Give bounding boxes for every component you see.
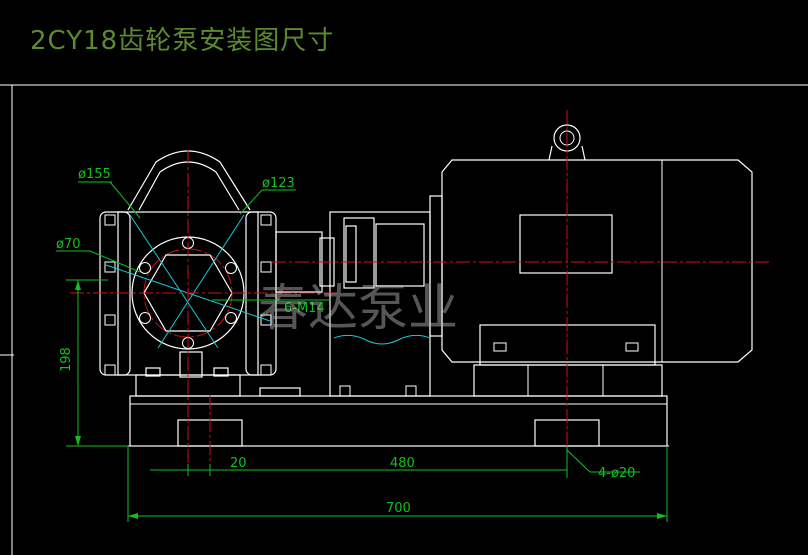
dimension-lines <box>56 181 668 522</box>
dim-hole-spacing-480: 480 <box>390 456 415 471</box>
dim-flange-diameter: ø155 <box>78 167 111 182</box>
dim-bolt-circle-diameter: ø123 <box>262 176 295 191</box>
page-title: 2CY18齿轮泵安装图尺寸 <box>30 26 335 56</box>
dim-center-height: 198 <box>59 347 74 372</box>
dim-bore-diameter: ø70 <box>56 237 81 252</box>
dim-offset-20: 20 <box>230 456 247 471</box>
base-plate <box>128 387 669 447</box>
dim-total-length-700: 700 <box>386 501 411 516</box>
drawing-frame <box>0 84 808 555</box>
centerlines <box>70 110 770 470</box>
dim-bolt-spec: 6-M14 <box>284 301 325 316</box>
side-bolts <box>104 214 272 376</box>
watermark-text: 春达泵业 <box>258 279 458 337</box>
dim-mounting-holes: 4-ø20 <box>598 466 635 481</box>
electric-motor <box>429 124 753 397</box>
